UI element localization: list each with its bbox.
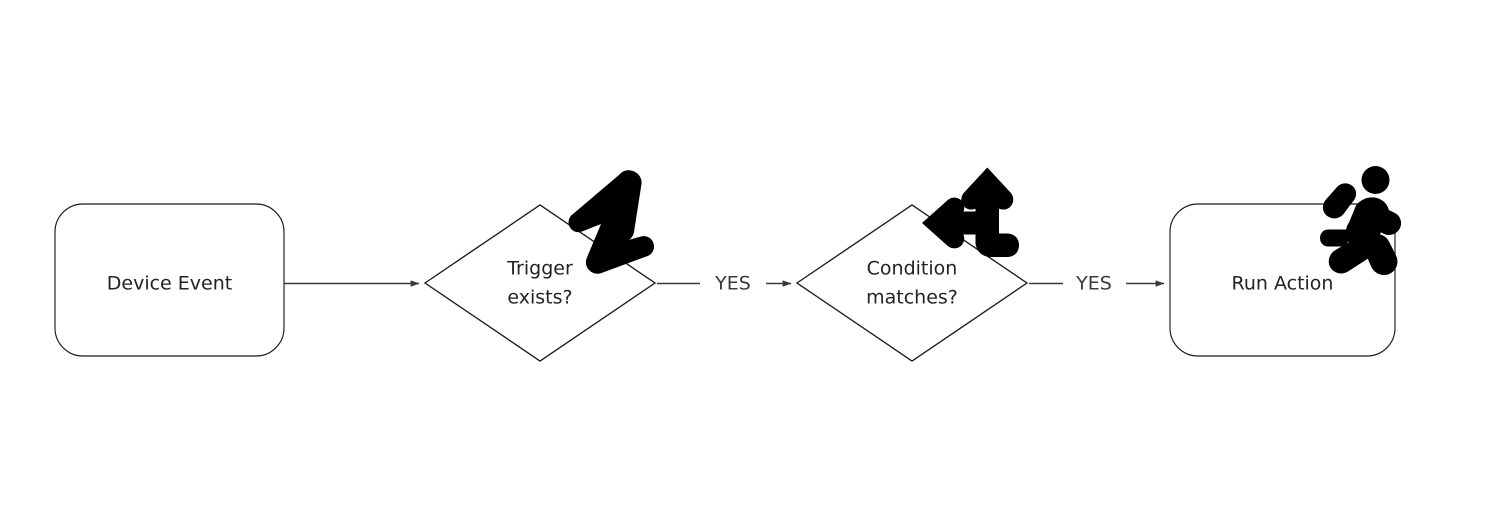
trigger-exists-label-line2: exists? <box>507 287 572 309</box>
condition-matches-label-line2: matches? <box>866 287 958 309</box>
edge-3-label: YES <box>1075 273 1112 295</box>
condition-matches-label-line1: Condition <box>867 258 958 280</box>
edge-condition-to-run-action: YES <box>1029 273 1165 295</box>
device-event-label: Device Event <box>107 273 232 295</box>
trigger-exists-label-line1: Trigger <box>506 258 573 280</box>
running-person-icon <box>1320 166 1402 275</box>
edge-2-label: YES <box>714 273 751 295</box>
lightning-bolt-icon <box>568 170 655 274</box>
device-event-shape[interactable] <box>54 203 285 357</box>
node-device-event[interactable]: Device Event <box>54 203 285 357</box>
edge-trigger-to-condition: YES <box>657 273 792 295</box>
branch-arrow-icon <box>922 167 1019 257</box>
condition-matches-shape[interactable] <box>795 204 1029 362</box>
node-condition-matches[interactable]: Condition matches? <box>795 204 1029 362</box>
run-action-label: Run Action <box>1232 273 1334 295</box>
